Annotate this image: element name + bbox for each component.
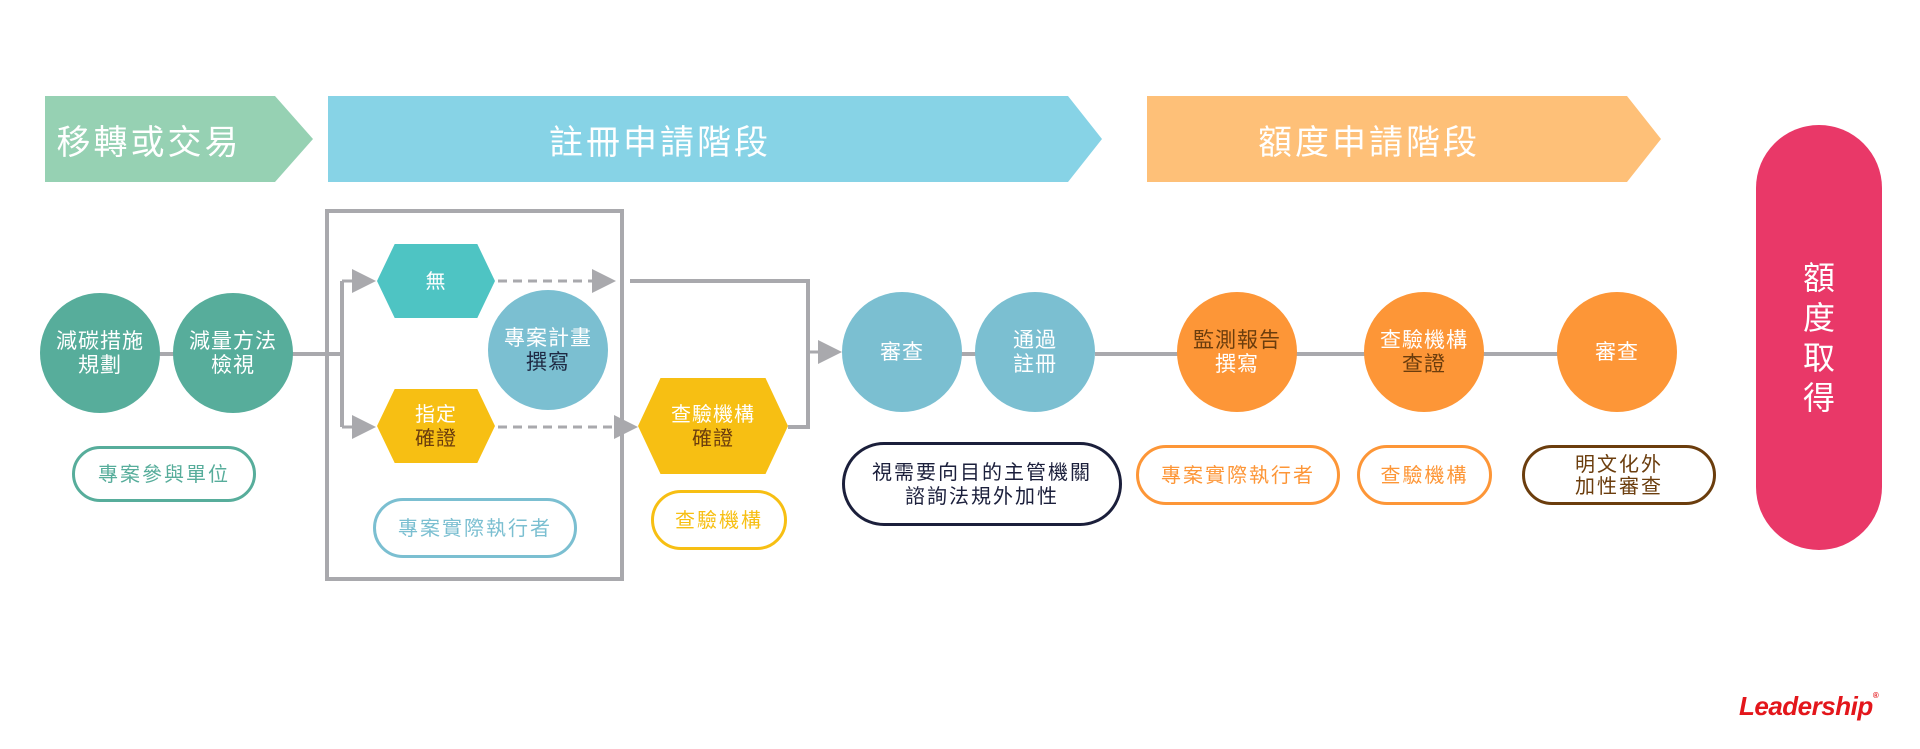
leadership-logo: Leadership®	[1739, 691, 1879, 722]
hex-none-label: 無	[425, 269, 447, 293]
node-review-2: 審查	[1557, 292, 1677, 412]
quota-obtained-char-3: 取	[1802, 338, 1835, 377]
node-project-plan: 專案計畫 撰寫	[488, 290, 608, 410]
role-authority-note: 視需要向目的主管機關 諮詢法規外加性	[842, 442, 1122, 526]
stage-transfer-banner: 移轉或交易	[45, 96, 313, 182]
role-executor-2: 專案實際執行者	[1136, 445, 1340, 505]
node-registration-pass-line1: 通過	[1013, 328, 1057, 352]
role-additionality-review-line2: 加性審查	[1575, 474, 1663, 498]
node-vvb-verification-line2: 查證	[1402, 352, 1446, 376]
role-additionality-review: 明文化外 加性審查	[1522, 445, 1716, 505]
node-monitoring-report-line2: 撰寫	[1215, 352, 1259, 376]
role-vvb-1: 查驗機構	[651, 490, 787, 550]
node-registration-pass-line2: 註冊	[1013, 352, 1057, 376]
logo-registered-mark: ®	[1872, 691, 1879, 700]
stage-quota-banner: 額度申請階段	[1147, 96, 1661, 182]
quota-obtained-char-2: 度	[1802, 298, 1835, 337]
hex-designated-line1: 指定	[415, 402, 457, 426]
node-monitoring-report: 監測報告 撰寫	[1177, 292, 1297, 412]
role-additionality-review-line1: 明文化外	[1575, 452, 1663, 476]
hex-none: 無	[377, 244, 495, 318]
node-vvb-verification-line1: 查驗機構	[1380, 328, 1468, 352]
node-method-review-line1: 減量方法	[189, 329, 277, 353]
hex-designated-validation: 指定 確證	[377, 389, 495, 463]
node-monitoring-report-line1: 監測報告	[1193, 328, 1281, 352]
role-executor-1: 專案實際執行者	[373, 498, 577, 558]
hex-vvb-validation: 查驗機構 確證	[638, 378, 788, 474]
node-carbon-plan: 減碳措施 規劃	[40, 293, 160, 413]
node-review-1: 審查	[842, 292, 962, 412]
line-merge	[630, 279, 810, 429]
node-project-plan-line2: 撰寫	[526, 350, 570, 374]
node-quota-obtained: 額 度 取 得	[1756, 125, 1882, 550]
role-participants: 專案參與單位	[72, 446, 256, 502]
node-registration-pass: 通過 註冊	[975, 292, 1095, 412]
node-carbon-plan-line1: 減碳措施	[56, 329, 144, 353]
node-project-plan-line1: 專案計畫	[504, 326, 592, 350]
role-participants-label: 專案參與單位	[98, 462, 230, 486]
node-carbon-plan-line2: 規劃	[78, 353, 122, 377]
branch-box	[325, 209, 624, 581]
stage-transfer-label: 移轉或交易	[56, 122, 242, 163]
role-vvb-1-label: 查驗機構	[675, 508, 763, 532]
role-vvb-2: 查驗機構	[1357, 445, 1492, 505]
role-authority-note-line2: 諮詢法規外加性	[905, 484, 1059, 508]
stage-quota-label: 額度申請階段	[1258, 122, 1480, 163]
quota-obtained-char-4: 得	[1802, 378, 1835, 417]
hex-vvb-validation-line1: 查驗機構	[671, 402, 755, 426]
stage-registration-banner: 註冊申請階段	[328, 96, 1102, 182]
node-review-2-label: 審查	[1595, 340, 1639, 364]
quota-obtained-char-1: 額	[1802, 258, 1835, 297]
hex-vvb-validation-line2: 確證	[692, 426, 734, 450]
hex-designated-line2: 確證	[415, 426, 457, 450]
role-vvb-2-label: 查驗機構	[1380, 463, 1469, 487]
stage-registration-label: 註冊申請階段	[549, 122, 771, 163]
logo-text: Leadership	[1739, 691, 1873, 721]
node-vvb-verification: 查驗機構 查證	[1364, 292, 1484, 412]
role-authority-note-line1: 視需要向目的主管機關	[872, 460, 1092, 484]
node-method-review: 減量方法 檢視	[173, 293, 293, 413]
role-executor-1-label: 專案實際執行者	[398, 516, 552, 540]
node-method-review-line2: 檢視	[211, 353, 255, 377]
role-executor-2-label: 專案實際執行者	[1161, 463, 1315, 487]
node-review-1-label: 審查	[880, 340, 924, 364]
